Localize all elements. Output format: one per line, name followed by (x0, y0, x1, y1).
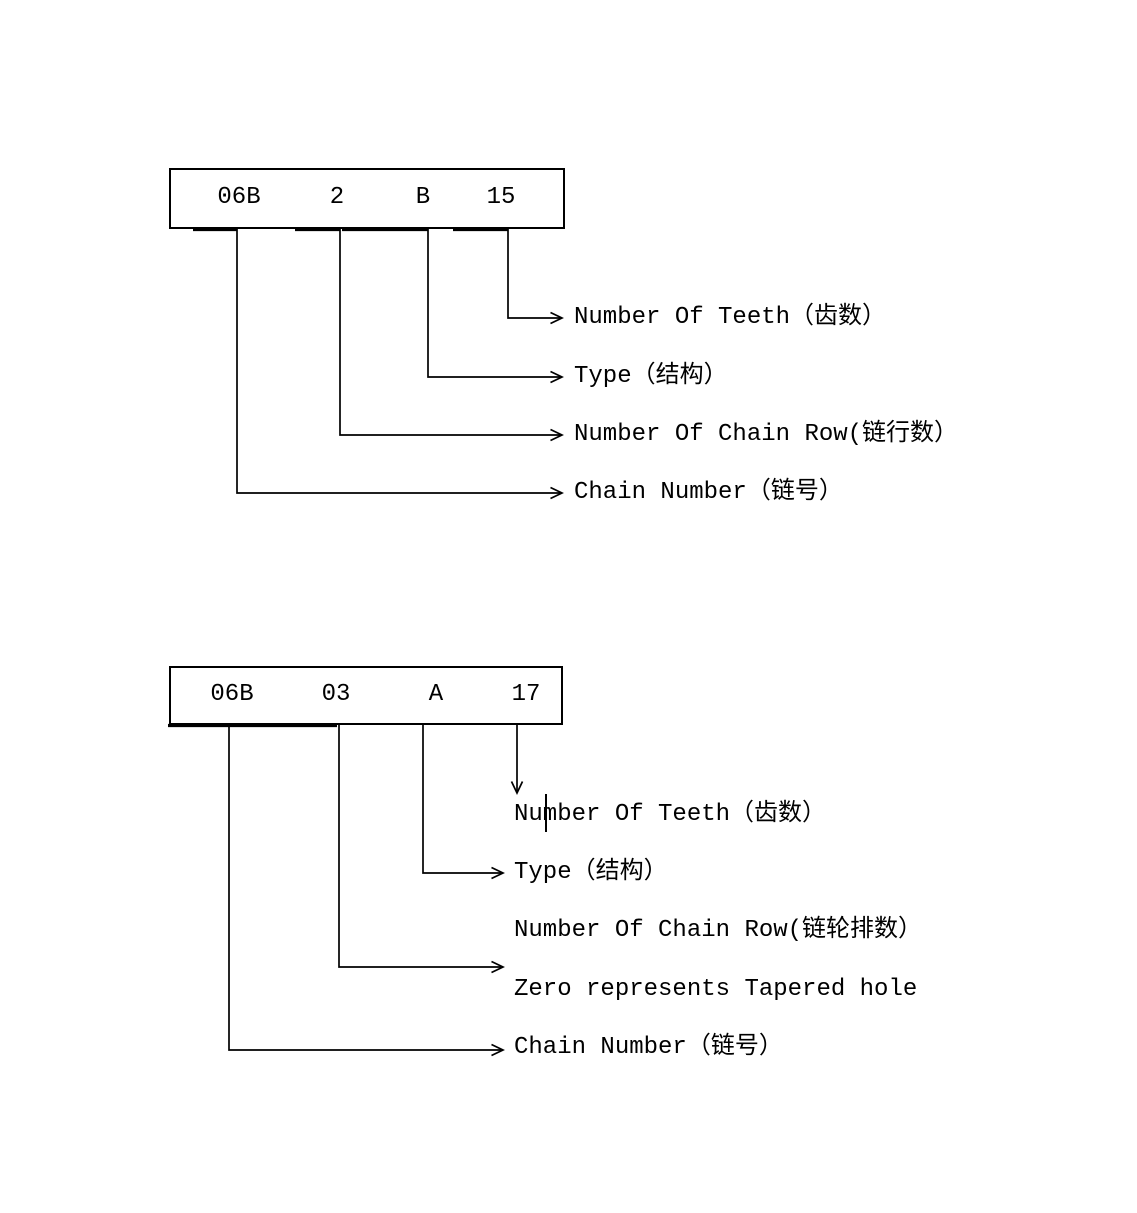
label-number-of-teeth-1: Number Of Teeth（齿数） (574, 304, 887, 331)
label-chain-row-2: Number Of Chain Row(链轮排数） (514, 917, 923, 944)
leader-line-teeth-1 (507, 228, 564, 325)
diagram2-connectors (168, 723, 524, 1057)
leader-line-chain-number-1 (236, 228, 564, 500)
text-cursor (545, 794, 547, 832)
label-type-1: Type（结构） (574, 363, 728, 390)
code-chain-number-2: 06B (210, 681, 254, 708)
leader-line-chain-row-2 (338, 724, 505, 974)
diagram1-connectors (193, 227, 564, 500)
label-chain-number-2: Chain Number（链号） (514, 1034, 783, 1061)
leader-line-chain-number-2 (228, 724, 505, 1057)
code-chain-row-1: 2 (329, 184, 345, 211)
leader-line-type-2 (422, 724, 505, 880)
code-type-2: A (428, 681, 444, 708)
code-chain-number-1: 06B (217, 184, 261, 211)
label-type-2: Type（结构） (514, 859, 668, 886)
code-type-1: B (415, 184, 431, 211)
code-teeth-1: 15 (486, 184, 516, 211)
code-chain-row-2: 03 (321, 681, 351, 708)
leader-line-type-1 (427, 228, 564, 384)
code-teeth-2: 17 (511, 681, 541, 708)
label-zero-tapered-hole: Zero represents Tapered hole (514, 976, 918, 1003)
designation-box-2 (169, 666, 563, 725)
label-chain-row-1: Number Of Chain Row(链行数） (574, 421, 959, 448)
leader-line-chain-row-1 (339, 228, 564, 442)
designation-box-1 (169, 168, 565, 229)
label-number-of-teeth-2: Number Of Teeth（齿数） (514, 801, 827, 828)
label-chain-number-1: Chain Number（链号） (574, 479, 843, 506)
